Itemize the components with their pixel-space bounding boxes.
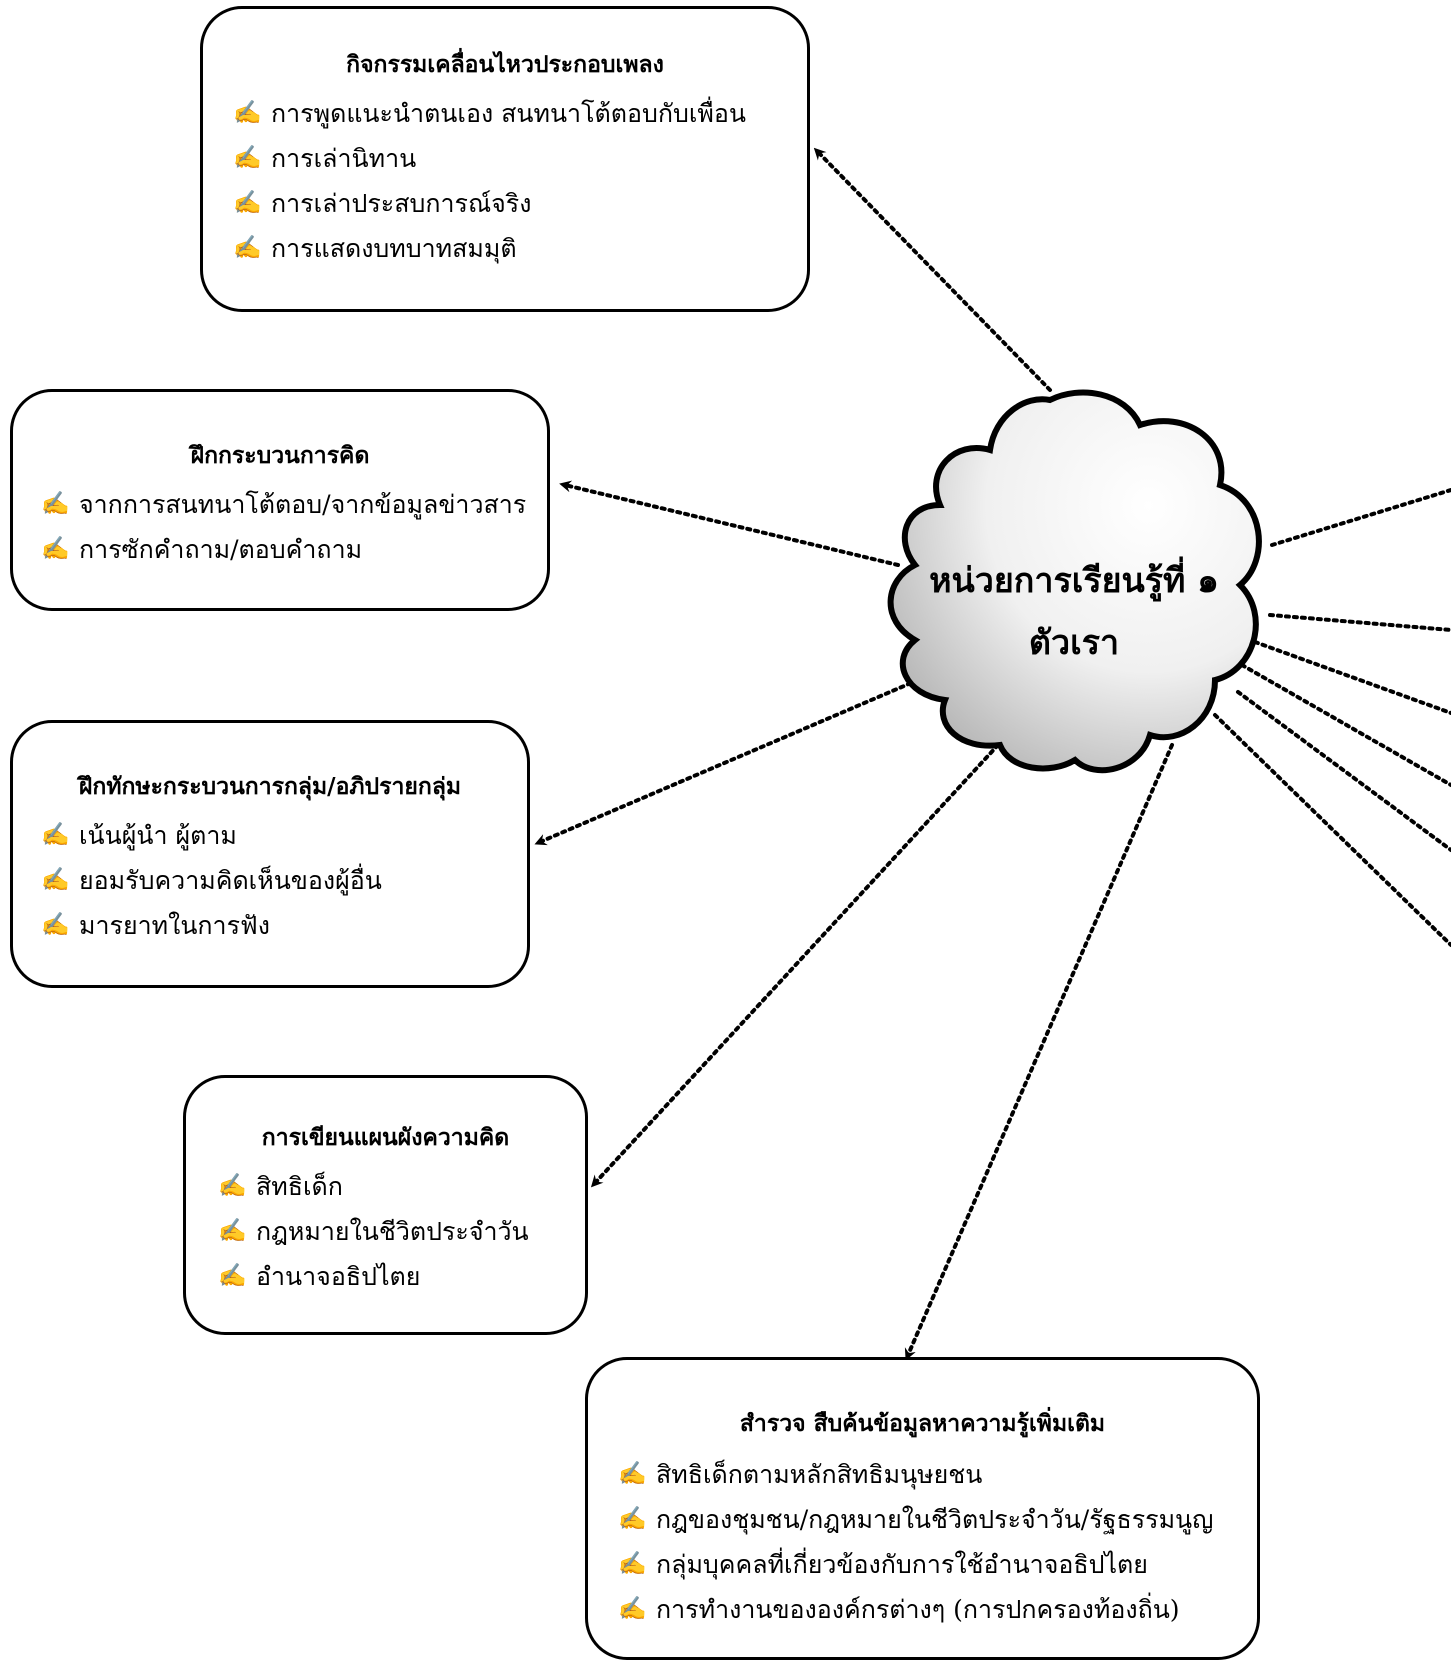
list-item: ✍ กฎของชุมชน/กฎหมายในชีวิตประจำวัน/รัฐธรร… (618, 1507, 1257, 1532)
box-mindmap: การเขียนแผนผังความคิด ✍ สิทธิเด็ก ✍ กฎหมาย… (183, 1075, 588, 1335)
writing-hand-icon: ✍ (233, 235, 262, 261)
box-mindmap-title: การเขียนแผนผังความคิด (261, 1124, 510, 1151)
list-item: ✍ การทำงานขององค์กรต่างๆ (การปกครองท้องถิ… (618, 1597, 1257, 1622)
connector-survey (904, 743, 1174, 1361)
connector-offscreen-2 (1268, 613, 1451, 632)
list-item: ✍ อำนาจอธิปไตย (218, 1264, 585, 1289)
writing-hand-icon: ✍ (41, 822, 70, 848)
connector-mindmap (590, 743, 1000, 1188)
list-item: ✍ กฎหมายในชีวิตประจำวัน (218, 1219, 585, 1244)
list-item: ✍ เน้นผู้นำ ผู้ตาม (41, 823, 527, 848)
writing-hand-icon: ✍ (41, 491, 70, 517)
box-thinking: ฝึกกระบวนการคิด ✍ จากการสนทนาโต้ตอบ/จากข้… (10, 389, 550, 611)
writing-hand-icon: ✍ (218, 1173, 247, 1199)
box-movement: กิจกรรมเคลื่อนไหวประกอบเพลง ✍ การพูดแนะนำ… (200, 6, 810, 312)
center-title: หน่วยการเรียนรู้ที่ ๑ ตัวเรา (888, 550, 1260, 674)
writing-hand-icon: ✍ (618, 1506, 647, 1532)
list-item-label: การพูดแนะนำตนเอง สนทนาโต้ตอบกับเพื่อน (271, 99, 746, 128)
list-item-label: กฎของชุมชน/กฎหมายในชีวิตประจำวัน/รัฐธรรม… (656, 1505, 1214, 1534)
list-item-label: กลุ่มบุคคลที่เกี่ยวข้องกับการใช้อำนาจอธิ… (656, 1550, 1148, 1579)
cloud-shape (887, 389, 1262, 774)
list-item: ✍ การซักคำถาม/ตอบคำถาม (41, 537, 547, 562)
list-item-label: อำนาจอธิปไตย (256, 1262, 421, 1291)
list-item-label: การแสดงบทบาทสมมุติ (271, 234, 517, 263)
box-thinking-title: ฝึกกระบวนการคิด (190, 442, 370, 469)
writing-hand-icon: ✍ (618, 1596, 647, 1622)
writing-hand-icon: ✍ (218, 1218, 247, 1244)
connector-thinking (559, 480, 900, 567)
list-item-label: มารยาทในการฟัง (79, 911, 270, 940)
list-item-label: ยอมรับความคิดเห็นของผู้อื่น (79, 866, 382, 895)
list-item-label: การเล่าประสบการณ์จริง (271, 189, 532, 218)
list-item-label: จากการสนทนาโต้ตอบ/จากข้อมูลข่าวสาร (79, 490, 527, 519)
list-item-label: เน้นผู้นำ ผู้ตาม (79, 821, 237, 850)
list-item-label: สิทธิเด็ก (256, 1172, 343, 1201)
list-item-label: การทำงานขององค์กรต่างๆ (การปกครองท้องถิ่… (656, 1595, 1180, 1624)
center-title-line1: หน่วยการเรียนรู้ที่ ๑ (929, 561, 1219, 601)
list-item: ✍ กลุ่มบุคคลที่เกี่ยวข้องกับการใช้อำนาจอธ… (618, 1552, 1257, 1577)
writing-hand-icon: ✍ (41, 536, 70, 562)
connector-offscreen-3 (1253, 640, 1451, 715)
connector-movement (813, 147, 1052, 392)
box-survey-title: สำรวจ สืบค้นข้อมูลหาความรู้เพิ่มเติม (739, 1410, 1106, 1437)
box-group-title: ฝึกทักษะกระบวนการกลุ่ม/อภิปรายกลุ่ม (78, 773, 462, 800)
list-item-label: การซักคำถาม/ตอบคำถาม (79, 535, 363, 564)
list-item: ✍ การเล่านิทาน (233, 146, 807, 171)
connector-group (534, 678, 920, 846)
list-item: ✍ การเล่าประสบการณ์จริง (233, 191, 807, 216)
list-item-label: กฎหมายในชีวิตประจำวัน (256, 1217, 529, 1246)
list-item-label: การเล่านิทาน (271, 144, 417, 173)
writing-hand-icon: ✍ (618, 1461, 647, 1487)
center-title-line2: ตัวเรา (1028, 623, 1120, 663)
list-item: ✍ มารยาทในการฟัง (41, 913, 527, 938)
connector-offscreen-1 (1270, 488, 1451, 547)
list-item: ✍ ยอมรับความคิดเห็นของผู้อื่น (41, 868, 527, 893)
connector-offscreen-5 (1236, 690, 1451, 852)
writing-hand-icon: ✍ (41, 867, 70, 893)
box-group: ฝึกทักษะกระบวนการกลุ่ม/อภิปรายกลุ่ม ✍ เน้… (10, 720, 530, 988)
writing-hand-icon: ✍ (233, 190, 262, 216)
writing-hand-icon: ✍ (233, 145, 262, 171)
list-item: ✍ สิทธิเด็กตามหลักสิทธิมนุษยชน (618, 1462, 1257, 1487)
list-item-label: สิทธิเด็กตามหลักสิทธิมนุษยชน (656, 1460, 983, 1489)
box-movement-title: กิจกรรมเคลื่อนไหวประกอบเพลง (346, 51, 664, 78)
writing-hand-icon: ✍ (41, 912, 70, 938)
connector-offscreen-6 (1213, 713, 1451, 947)
list-item: ✍ การพูดแนะนำตนเอง สนทนาโต้ตอบกับเพื่อน (233, 101, 807, 126)
box-survey: สำรวจ สืบค้นข้อมูลหาความรู้เพิ่มเติม ✍ สิ… (585, 1357, 1260, 1660)
writing-hand-icon: ✍ (233, 100, 262, 126)
list-item: ✍ การแสดงบทบาทสมมุติ (233, 236, 807, 261)
connector-offscreen-4 (1240, 663, 1451, 787)
writing-hand-icon: ✍ (618, 1551, 647, 1577)
list-item: ✍ สิทธิเด็ก (218, 1174, 585, 1199)
writing-hand-icon: ✍ (218, 1263, 247, 1289)
list-item: ✍ จากการสนทนาโต้ตอบ/จากข้อมูลข่าวสาร (41, 492, 547, 517)
